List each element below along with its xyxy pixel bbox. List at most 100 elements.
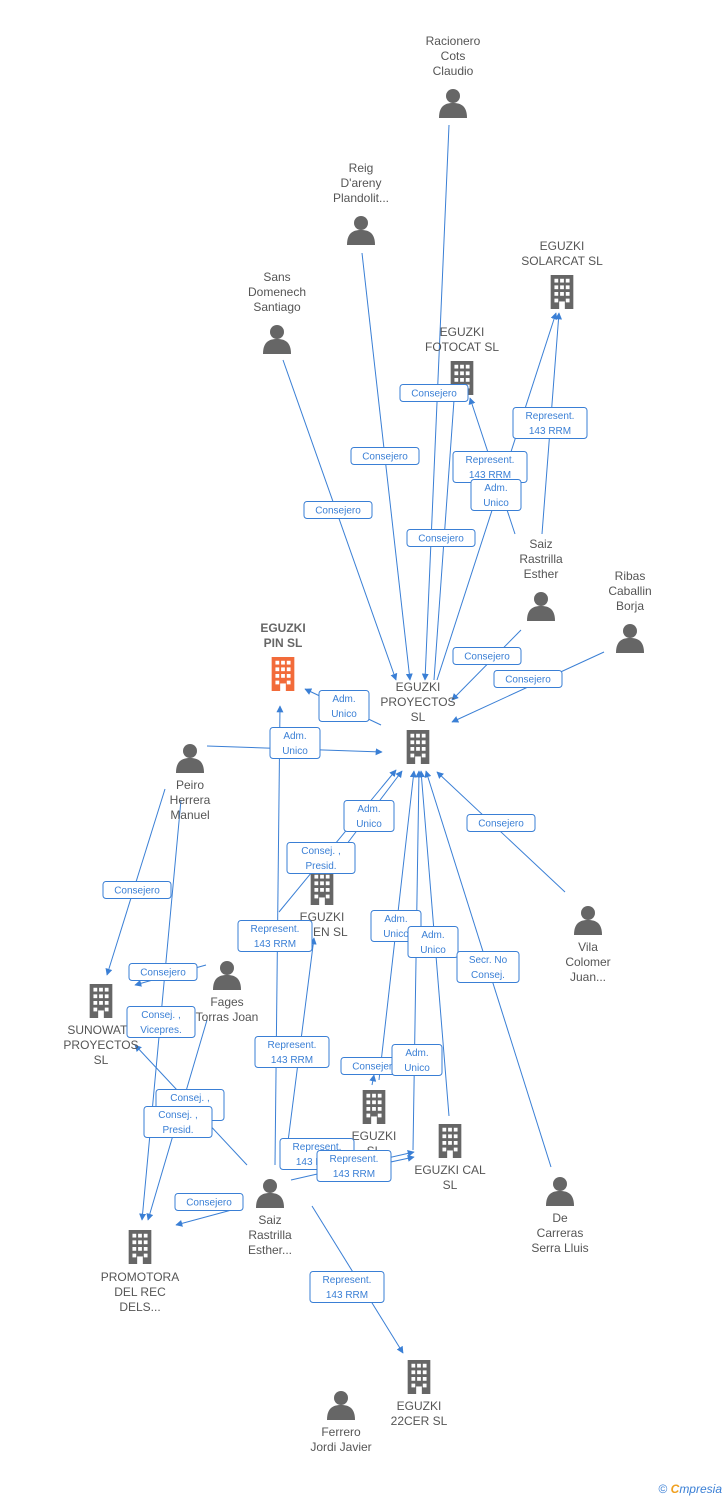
node-label: Rastrilla xyxy=(519,552,563,566)
edge-label-box xyxy=(128,963,198,981)
person-icon xyxy=(439,89,467,118)
edge-label-box xyxy=(309,1271,385,1303)
edge-label-1[interactable]: Consejero xyxy=(350,447,420,465)
node-label: Reig xyxy=(349,161,374,175)
edge-label-text: Consejero xyxy=(418,534,464,545)
edge-label-box xyxy=(316,1150,392,1182)
edge-label-13[interactable]: Consej. ,Presid. xyxy=(286,842,356,874)
node-label: SL xyxy=(411,710,426,724)
edge-label-text: Represent. xyxy=(466,455,515,466)
edge-label-5[interactable]: Represent.143 RRM xyxy=(512,407,588,439)
edge-label-14[interactable]: Consejero xyxy=(102,881,172,899)
node-label: Ribas xyxy=(615,569,646,583)
edge-label-3[interactable]: Adm.Unico xyxy=(318,690,370,722)
edge-label-23[interactable]: Adm.Unico xyxy=(391,1044,443,1076)
node-label: 22CER SL xyxy=(391,1414,448,1428)
node-label: D'areny xyxy=(341,176,382,190)
edge-label-9[interactable]: Consejero xyxy=(493,670,563,688)
person-icon xyxy=(327,1391,355,1420)
edge-label-4[interactable]: Consejero xyxy=(399,384,469,402)
edge-label-box xyxy=(237,920,313,952)
node-label: Saiz xyxy=(258,1213,281,1227)
node-label: Vila xyxy=(578,940,598,954)
edge-label-text: Consejero xyxy=(315,506,361,517)
person-icon xyxy=(263,325,291,354)
edge-label-20[interactable]: Consej. ,Vicepres. xyxy=(126,1006,196,1038)
edge-label-6[interactable]: Represent.143 RRM xyxy=(452,451,528,483)
edge-label-18[interactable]: Adm.Unico xyxy=(407,926,459,958)
building-icon xyxy=(89,984,113,1018)
edge-label-16[interactable]: Consejero xyxy=(128,963,198,981)
edge-label-box xyxy=(512,407,588,439)
node-label: Fages xyxy=(210,995,243,1009)
node-vila[interactable]: VilaColomerJuan... xyxy=(565,906,611,984)
edge-label-box xyxy=(456,951,520,983)
edge-label-25[interactable]: Consej. ,Presid. xyxy=(143,1106,213,1138)
edge-label-box xyxy=(269,727,321,759)
edge-label-text: 143 RRM xyxy=(254,939,296,950)
relationship-edge-22 xyxy=(369,1074,377,1086)
node-label: DEL REC xyxy=(114,1285,166,1299)
edge-label-29[interactable]: Represent.143 RRM xyxy=(309,1271,385,1303)
edge-label-text: Adm. xyxy=(484,483,507,494)
edge-label-box xyxy=(318,690,370,722)
edge-label-text: Consejero xyxy=(186,1198,232,1209)
node-label: Caballin xyxy=(608,584,651,598)
edge-label-15[interactable]: Represent.143 RRM xyxy=(237,920,313,952)
edge-label-0[interactable]: Consejero xyxy=(406,529,476,547)
building-icon xyxy=(310,871,334,905)
edge-label-2[interactable]: Consejero xyxy=(303,501,373,519)
edge-label-10[interactable]: Adm.Unico xyxy=(269,727,321,759)
edge-label-text: 143 RRM xyxy=(333,1169,375,1180)
edge-label-7[interactable]: Adm.Unico xyxy=(470,479,522,511)
node-label: PIN SL xyxy=(264,636,303,650)
edge-label-11[interactable]: Consejero xyxy=(466,814,536,832)
edge-label-12[interactable]: Adm.Unico xyxy=(343,800,395,832)
edge-label-text: Adm. xyxy=(332,694,355,705)
edge-label-text: Consej. , xyxy=(170,1093,209,1104)
relationship-edge-2 xyxy=(282,359,398,681)
node-label: EGUZKI xyxy=(397,1399,442,1413)
node-label: Claudio xyxy=(433,64,474,78)
node-saiz2[interactable]: SaizRastrillaEsther... xyxy=(248,1179,292,1257)
person-icon xyxy=(176,744,204,773)
edge-label-text: Consejero xyxy=(478,819,524,830)
node-label: Borja xyxy=(616,599,644,613)
edge-label-text: Adm. xyxy=(405,1048,428,1059)
node-label: EGUZKI CAL xyxy=(414,1163,486,1177)
node-label: PROYECTOS xyxy=(380,695,455,709)
edge-label-text: Consejero xyxy=(505,675,551,686)
node-eguzkisl[interactable]: EGUZKISL xyxy=(352,1090,397,1158)
nodes-layer: RacioneroCotsClaudioReigD'arenyPlandolit… xyxy=(63,34,651,1454)
person-icon xyxy=(574,906,602,935)
node-reig[interactable]: ReigD'arenyPlandolit... xyxy=(333,161,389,245)
node-label: SOLARCAT SL xyxy=(521,254,603,268)
person-icon xyxy=(347,216,375,245)
node-label: EGUZKI xyxy=(440,325,485,339)
relationship-edge-4 xyxy=(433,371,460,681)
empresia-watermark[interactable]: © Cmpresia xyxy=(658,1482,722,1496)
edge-label-27[interactable]: Represent. 143 RRM xyxy=(316,1150,392,1182)
edge-label-8[interactable]: Consejero xyxy=(452,647,522,665)
edge-label-text: Represent. xyxy=(330,1154,379,1165)
edge-label-21[interactable]: Represent.143 RRM xyxy=(254,1036,330,1068)
edge-label-28[interactable]: Consejero xyxy=(174,1193,244,1211)
edge-label-text: 143 RRM xyxy=(271,1055,313,1066)
